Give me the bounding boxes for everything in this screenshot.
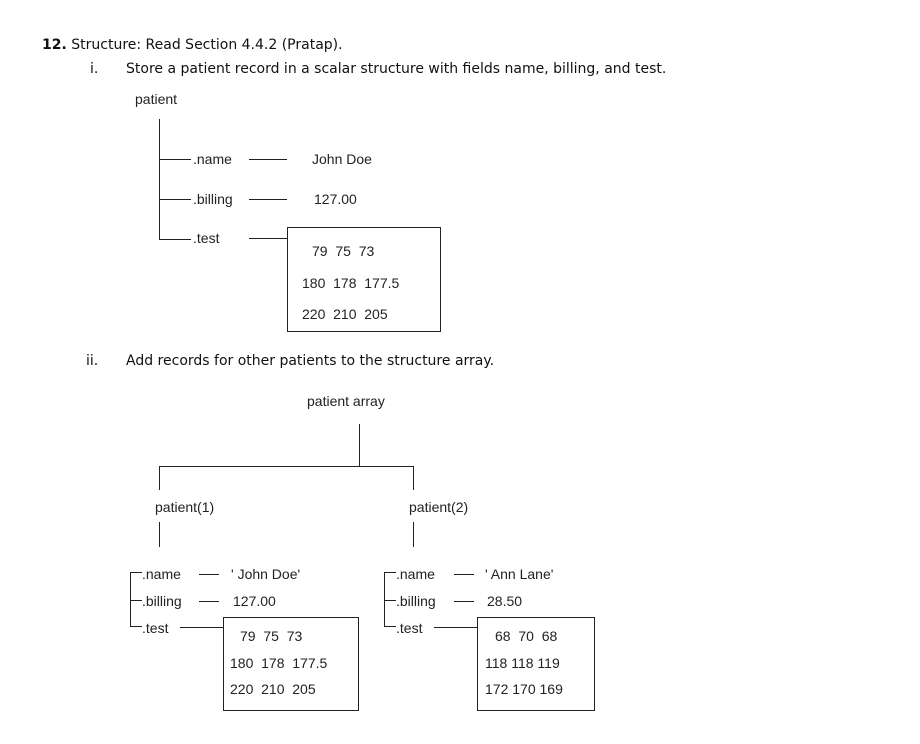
part-i-connector-name: [249, 159, 287, 160]
patient-1-branch-test: [130, 626, 142, 627]
part-i-test-row: 79 75 73: [312, 243, 375, 259]
question-heading: 12. Structure: Read Section 4.4.2 (Prata…: [42, 37, 343, 53]
patient-2-test-row: 172 170 169: [485, 681, 563, 697]
patient-1-connector-name: [199, 574, 219, 575]
patient-1-test-row: 79 75 73: [240, 628, 303, 644]
patient-1-connector-billing: [199, 601, 219, 602]
part-i-trunk-line: [159, 119, 160, 239]
patient-2-billing-value: 28.50: [487, 593, 523, 609]
part-i-root-label: patient: [135, 91, 178, 107]
patient-1-branch-billing: [130, 600, 142, 601]
part-ii-split-line: [159, 466, 414, 467]
patient-2-field-test: .test: [396, 620, 423, 636]
patient-1-branch-name: [130, 572, 142, 573]
patient-1-name-value: ' John Doe': [231, 566, 301, 582]
patient-1-connector-test: [180, 627, 224, 628]
patient-2-test-row: 68 70 68: [495, 628, 558, 644]
patient-1-test-row: 220 210 205: [230, 681, 316, 697]
part-i-name-value: John Doe: [312, 151, 372, 167]
part-i-connector-test: [249, 238, 287, 239]
part-i-branch-test: [159, 239, 191, 240]
patient-1-test-row: 180 178 177.5: [230, 655, 328, 671]
patient-2-field-name: .name: [396, 566, 435, 582]
patient-1-field-billing: .billing: [142, 593, 182, 609]
patient-1-drop-line: [159, 522, 160, 547]
patient-2-branch-test: [384, 626, 396, 627]
part-ii-left-drop: [159, 466, 160, 490]
patient-2-trunk-line: [384, 572, 385, 626]
patient-2-branch-name: [384, 572, 396, 573]
part-i-test-box: [287, 227, 441, 332]
part-i-field-test: .test: [193, 230, 220, 246]
part-i-billing-value: 127.00: [314, 191, 357, 207]
patient-2-connector-name: [454, 574, 474, 575]
part-i-marker: i.: [90, 61, 99, 77]
part-ii-root-label: patient array: [307, 393, 385, 409]
patient-2-branch-billing: [384, 600, 396, 601]
patient-2-name-value: ' Ann Lane': [485, 566, 554, 582]
part-i-test-row: 220 210 205: [302, 306, 388, 322]
patient-2-connector-test: [434, 627, 478, 628]
patient-2-test-box: [477, 617, 595, 711]
patient-1-field-test: .test: [142, 620, 169, 636]
patient-1-test-box: [223, 617, 359, 711]
patient-2-connector-billing: [454, 601, 474, 602]
part-ii-marker: ii.: [86, 353, 99, 369]
part-ii-right-drop: [413, 466, 414, 490]
part-i-field-billing: .billing: [193, 191, 233, 207]
patient-2-test-row: 118 118 119: [485, 655, 560, 671]
part-i-connector-billing: [249, 199, 287, 200]
question-number: 12.: [42, 37, 67, 53]
part-ii-root-line: [359, 424, 360, 466]
patient-2-field-billing: .billing: [396, 593, 436, 609]
part-i-branch-name: [159, 159, 191, 160]
patient-1-billing-value: 127.00: [233, 593, 276, 609]
patient-1-trunk-line: [130, 572, 131, 626]
patient-2-label: patient(2): [409, 499, 469, 515]
question-title: Structure: Read Section 4.4.2 (Pratap).: [71, 37, 343, 53]
part-i-branch-billing: [159, 199, 191, 200]
patient-1-field-name: .name: [142, 566, 181, 582]
part-i-field-name: .name: [193, 151, 232, 167]
part-ii-text: Add records for other patients to the st…: [126, 353, 495, 369]
patient-2-drop-line: [413, 522, 414, 547]
patient-1-label: patient(1): [155, 499, 215, 515]
part-i-test-row: 180 178 177.5: [302, 275, 400, 291]
part-i-text: Store a patient record in a scalar struc…: [126, 61, 667, 77]
